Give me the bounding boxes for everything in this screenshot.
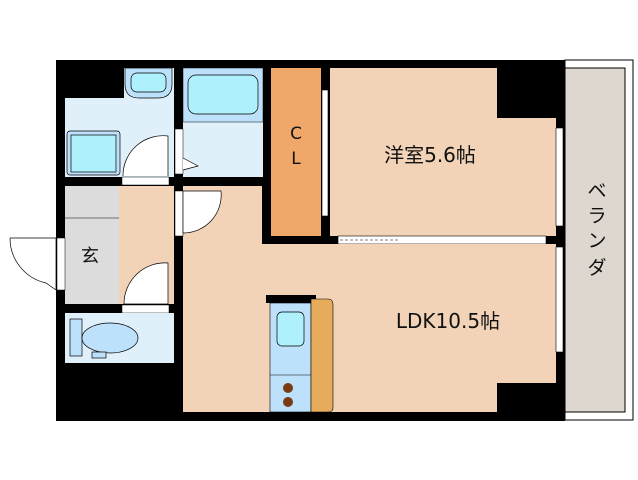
ldk-label: LDK10.5帖	[396, 309, 500, 333]
closet-sliding-door	[321, 89, 329, 217]
front-door-opening	[56, 237, 66, 291]
ldk-window	[555, 246, 564, 353]
toilet-door-opening	[121, 304, 170, 314]
stove-burner-icon	[283, 383, 293, 393]
toilet-paper-icon	[91, 351, 107, 359]
stove-burner-icon	[283, 397, 293, 407]
toilet-bowl-icon	[81, 322, 139, 354]
western-room	[330, 68, 556, 236]
western-room-sliding-door	[337, 235, 547, 245]
veranda-label-3: ン	[587, 230, 606, 252]
closet	[271, 68, 321, 236]
washbasin-bowl-icon	[130, 72, 167, 93]
veranda-label-4: ダ	[587, 257, 606, 279]
ldk-door-swing-icon	[182, 190, 222, 234]
entrance	[65, 186, 119, 304]
toilet-door-swing-icon	[123, 262, 169, 305]
western-room-label: 洋室5.6帖	[384, 143, 476, 167]
ldk-door	[174, 190, 184, 237]
closet-label-c: C	[290, 124, 302, 144]
kitchen-sink-icon	[276, 311, 305, 347]
bathtub-icon	[187, 74, 259, 115]
kitchen-backsplash	[266, 295, 316, 303]
closet-label-l: L	[291, 149, 301, 169]
washroom-door-icon	[122, 135, 169, 177]
western-room-window	[555, 127, 564, 227]
washroom-door-opening	[121, 176, 170, 186]
kitchen-side-counter	[310, 298, 334, 413]
folding-door-icon	[182, 157, 199, 171]
veranda-label-1: ベ	[587, 180, 606, 202]
toilet-tank-icon	[69, 318, 83, 357]
front-door-swing-icon	[9, 237, 57, 291]
veranda-label-2: ラ	[587, 205, 606, 227]
washing-machine-inner-icon	[70, 134, 117, 173]
veranda	[564, 67, 626, 413]
bathroom-door	[174, 128, 184, 175]
entrance-label: 玄	[81, 246, 99, 267]
